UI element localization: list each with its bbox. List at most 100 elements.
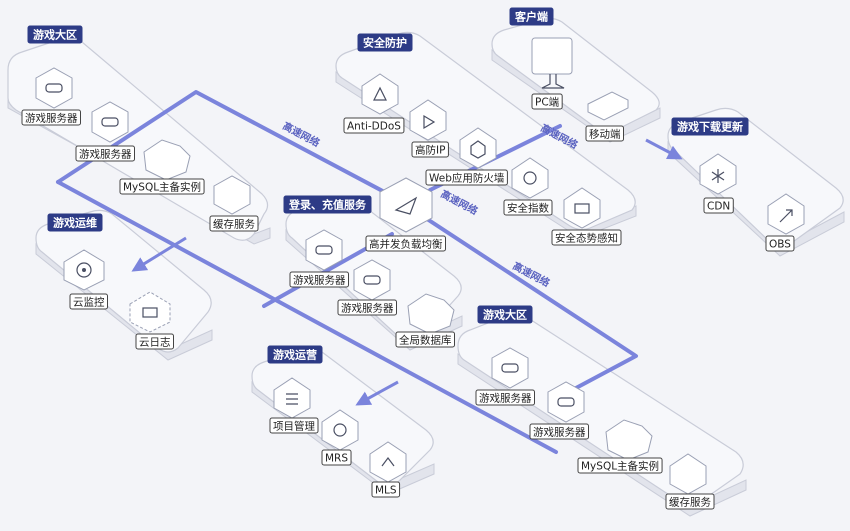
- shield-play-icon: [409, 99, 447, 141]
- svg-text:安全防护: 安全防护: [363, 36, 407, 50]
- svg-text:Anti-DDoS: Anti-DDoS: [347, 121, 401, 133]
- server-icon: [491, 347, 529, 389]
- mobile-icon: [587, 91, 629, 121]
- svg-text:MySQL主备实例: MySQL主备实例: [581, 460, 659, 473]
- server-icon: [353, 259, 391, 301]
- zone-tag-game-zone-1: 游戏大区: [27, 25, 83, 44]
- link-label-1: 高速网络: [281, 119, 322, 149]
- svg-text:游戏运营: 游戏运营: [273, 348, 317, 362]
- zone-tag-client: 客户端: [509, 7, 554, 26]
- svg-text:移动端: 移动端: [589, 128, 621, 141]
- svg-text:游戏大区: 游戏大区: [33, 28, 77, 42]
- load-balancer-icon: [379, 177, 433, 233]
- zone-tags: 游戏大区 安全防护 客户端 游戏下载更新 游戏运维 登录、充值服务 游戏大区 游…: [27, 7, 749, 364]
- node-label-z2-game-server-b: 游戏服务器: [529, 423, 589, 440]
- database-cluster-icon: [605, 419, 653, 461]
- svg-text:项目管理: 项目管理: [273, 420, 315, 433]
- svg-text:登录、充值服务: 登录、充值服务: [288, 198, 367, 212]
- node-label-obs: OBS: [765, 235, 795, 252]
- node-label-z2-game-server-a: 游戏服务器: [475, 389, 535, 406]
- svg-text:游戏服务器: 游戏服务器: [479, 392, 532, 405]
- node-label-mls: MLS: [371, 481, 401, 498]
- svg-text:安全态势感知: 安全态势感知: [555, 232, 618, 245]
- mls-icon: [369, 441, 407, 483]
- cache-icon: [213, 175, 251, 215]
- svg-text:客户端: 客户端: [514, 10, 548, 24]
- monitor-eye-icon: [63, 249, 105, 291]
- security-index-icon: [511, 157, 549, 199]
- svg-text:游戏服务器: 游戏服务器: [79, 148, 132, 161]
- node-label-lp-game-server-b: 游戏服务器: [337, 299, 397, 316]
- firewall-icon: [459, 127, 497, 169]
- node-label-z1-game-server-b: 游戏服务器: [75, 145, 135, 162]
- mrs-icon: [321, 409, 359, 451]
- arrow-to-game-operation: [355, 380, 399, 406]
- node-label-cloud-log: 云日志: [135, 333, 174, 350]
- node-label-anti-ddos: Anti-DDoS: [343, 117, 405, 134]
- zone-tag-security: 安全防护: [357, 33, 413, 52]
- node-label-cdn: CDN: [703, 197, 734, 214]
- link-label-3: 高速网络: [439, 187, 480, 217]
- node-label-elb: 高并发负载均衡: [365, 235, 446, 252]
- node-label-z1-cache: 缓存服务: [209, 215, 259, 232]
- log-icon: [129, 291, 171, 333]
- zone-tag-game-update: 游戏下载更新: [671, 117, 749, 136]
- database-cluster-icon: [143, 139, 191, 181]
- arrow-to-game-ops: [131, 236, 187, 272]
- node-label-z2-cache: 缓存服务: [665, 493, 715, 510]
- node-label-lp-game-server-a: 游戏服务器: [289, 271, 349, 288]
- platform-security: [335, 31, 637, 239]
- node-label-sec-index: 安全指数: [503, 199, 553, 216]
- zone-tag-game-zone-2: 游戏大区: [477, 305, 533, 324]
- node-icons: [35, 37, 805, 495]
- svg-text:全局数据库: 全局数据库: [399, 334, 452, 347]
- node-labels: 游戏服务器 游戏服务器 MySQL主备实例 缓存服务 Anti-DDoS 高防I…: [21, 93, 795, 510]
- zone-tag-game-operation: 游戏运营: [267, 345, 323, 364]
- svg-text:高防IP: 高防IP: [415, 144, 445, 157]
- svg-text:游戏服务器: 游戏服务器: [25, 112, 78, 125]
- svg-text:云日志: 云日志: [139, 336, 171, 349]
- node-label-high-ip: 高防IP: [411, 141, 449, 158]
- situation-awareness-icon: [563, 187, 601, 229]
- node-label-cloud-monitor: 云监控: [69, 293, 108, 310]
- svg-text:游戏运维: 游戏运维: [53, 216, 97, 230]
- node-label-pc: PC端: [531, 93, 563, 110]
- platform-game-ops: [35, 209, 213, 361]
- node-label-lp-global-db: 全局数据库: [395, 331, 455, 348]
- svg-text:MLS: MLS: [375, 485, 397, 497]
- svg-text:CDN: CDN: [707, 201, 730, 213]
- svg-text:云监控: 云监控: [73, 296, 105, 309]
- cdn-icon: [699, 153, 737, 195]
- server-icon: [91, 101, 129, 143]
- svg-text:安全指数: 安全指数: [507, 202, 549, 215]
- svg-text:高并发负载均衡: 高并发负载均衡: [369, 238, 443, 251]
- network-trunk-main: [56, 180, 558, 454]
- svg-text:OBS: OBS: [769, 239, 791, 251]
- node-label-project-mgmt: 项目管理: [269, 417, 319, 434]
- node-label-mobile: 移动端: [585, 125, 624, 142]
- server-icon: [35, 67, 73, 109]
- database-cluster-icon: [407, 293, 455, 335]
- svg-text:Web应用防火墙: Web应用防火墙: [429, 172, 505, 185]
- svg-text:PC端: PC端: [535, 96, 560, 109]
- obs-icon: [767, 193, 805, 235]
- cache-icon: [669, 453, 707, 495]
- svg-text:缓存服务: 缓存服务: [213, 218, 255, 231]
- project-icon: [273, 377, 311, 419]
- network-trunk-right: [390, 194, 638, 390]
- platforms: [7, 17, 845, 517]
- svg-text:游戏大区: 游戏大区: [483, 308, 527, 322]
- zone-tag-login-pay: 登录、充值服务: [283, 195, 372, 214]
- zone-tag-game-ops: 游戏运维: [47, 213, 103, 232]
- monitor-icon: [531, 37, 573, 89]
- node-label-waf: Web应用防火墙: [425, 169, 508, 186]
- svg-text:缓存服务: 缓存服务: [669, 496, 711, 509]
- arrow-to-game-update: [645, 138, 683, 160]
- shield-icon: [361, 73, 399, 115]
- svg-text:游戏服务器: 游戏服务器: [533, 426, 586, 439]
- svg-text:MRS: MRS: [325, 453, 348, 465]
- server-icon: [547, 381, 585, 423]
- svg-text:游戏服务器: 游戏服务器: [341, 302, 394, 315]
- node-label-z1-mysql: MySQL主备实例: [119, 178, 205, 195]
